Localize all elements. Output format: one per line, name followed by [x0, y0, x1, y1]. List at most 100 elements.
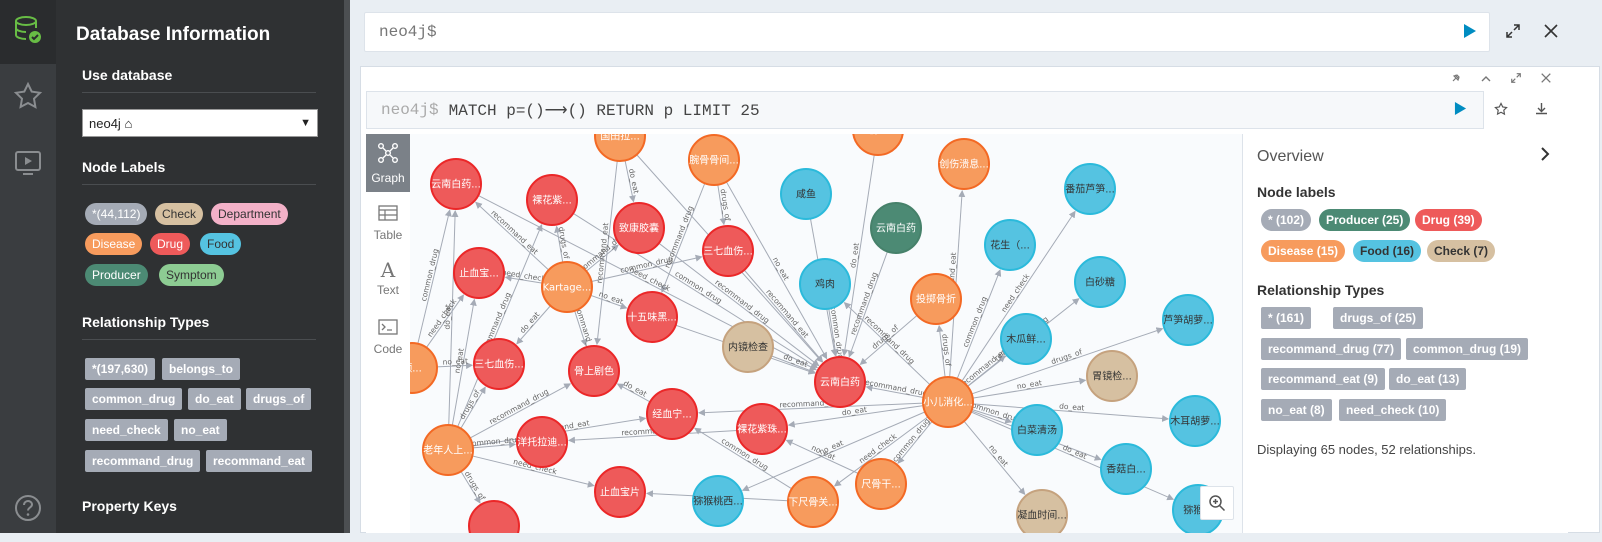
graph-edge[interactable] [833, 416, 929, 487]
graph-node-drug[interactable] [468, 500, 520, 533]
graph-node-food[interactable]: 木瓜鲜... [1000, 313, 1052, 365]
graph-node-circle[interactable] [922, 376, 974, 428]
graph-edge[interactable] [828, 308, 839, 357]
graph-node-circle[interactable] [722, 321, 774, 373]
graph-node-disease[interactable]: 尺骨干... [855, 458, 907, 510]
rerun-query-button[interactable] [1450, 101, 1470, 121]
drawer-node-label-2[interactable]: Department [211, 203, 288, 225]
graph-node-drug[interactable]: 止血宝片 [594, 466, 646, 518]
help-nav-button[interactable] [0, 478, 56, 542]
graph-node-disease[interactable]: Kartage... [541, 261, 593, 313]
graph-node-food[interactable]: 番茄芦笋... [1064, 163, 1116, 215]
graph-edge[interactable] [972, 403, 1170, 422]
graph-node-food[interactable]: 花生（... [984, 219, 1036, 271]
overview-rel-type-4[interactable]: recommand_eat (9) [1261, 368, 1386, 390]
graph-node-circle[interactable] [1064, 163, 1116, 215]
graph-node-disease[interactable]: 腕骨骨间... [688, 134, 740, 186]
graph-node-circle[interactable] [787, 476, 839, 528]
graph-node-circle[interactable] [855, 458, 907, 510]
overview-rel-type-7[interactable]: need_check (10) [1339, 399, 1447, 421]
graph-node-drug[interactable]: 裸花紫珠... [736, 403, 788, 455]
drawer-rel-type-1[interactable]: belongs_to [162, 358, 241, 380]
graph-edge[interactable] [436, 362, 474, 370]
graph-node-drug[interactable]: 云南白药... [430, 158, 482, 210]
zoom-in-button[interactable] [1200, 486, 1234, 520]
graph-node-disease[interactable]: 老年人上... [422, 424, 474, 476]
top-query-editor[interactable]: neo4j$ [364, 12, 1490, 52]
favorite-query-button[interactable] [1490, 100, 1512, 122]
graph-edge[interactable] [956, 269, 1002, 379]
graph-node-check[interactable]: 内镜检查 [722, 321, 774, 373]
graph-edge[interactable] [554, 225, 564, 263]
graph-canvas[interactable]: recommand_drugcommon_drugneed_checkno_ea… [410, 134, 1242, 533]
overview-rel-type-2[interactable]: recommand_drug (77) [1261, 338, 1402, 360]
graph-node-check[interactable]: 胃镜检... [1086, 350, 1138, 402]
graph-edge[interactable] [624, 160, 636, 203]
overview-node-label-0[interactable]: * (102) [1261, 209, 1312, 231]
overview-node-label-5[interactable]: Check (7) [1427, 240, 1496, 262]
database-nav-button[interactable] [0, 0, 56, 64]
graph-node-drug[interactable]: 三七血伤... [473, 338, 525, 390]
graph-edge[interactable] [590, 294, 628, 310]
graph-node-food[interactable]: 猕猴桃西... [692, 475, 744, 527]
graph-node-disease[interactable]: 创... [852, 134, 904, 156]
graph-node-circle[interactable] [814, 356, 866, 408]
drawer-rel-type-0[interactable]: *(197,630) [85, 358, 156, 380]
graph-edge[interactable] [451, 298, 477, 426]
graph-edge[interactable] [448, 209, 459, 426]
graph-node-drug[interactable]: 十五味黑... [626, 291, 678, 343]
graph-edge[interactable] [865, 384, 924, 398]
graph-node-disease[interactable]: 小儿消化... [922, 376, 974, 428]
graph-node-drug[interactable]: 云南白药 [814, 356, 866, 408]
graph-node-circle[interactable] [568, 345, 620, 397]
graph-node-drug[interactable]: 止血宝... [453, 247, 505, 299]
graph-edge[interactable] [743, 269, 824, 363]
graph-edge[interactable] [586, 244, 619, 272]
graph-node-circle[interactable] [473, 338, 525, 390]
drawer-rel-type-3[interactable]: do_eat [188, 388, 241, 410]
drawer-node-label-3[interactable]: Disease [85, 233, 143, 255]
graph-edge[interactable] [472, 455, 595, 488]
graph-edge[interactable] [616, 383, 651, 403]
graph-edge[interactable] [516, 305, 551, 345]
graph-edge[interactable] [594, 160, 618, 346]
graph-edge[interactable] [460, 386, 486, 429]
graph-node-drug[interactable]: 洋托拉迪... [516, 416, 568, 468]
close-frame-button[interactable] [1536, 70, 1556, 88]
pin-frame-button[interactable] [1446, 70, 1466, 88]
graph-node-drug[interactable]: 经血宁... [646, 388, 698, 440]
graph-node-circle[interactable] [1074, 256, 1126, 308]
graph-edge[interactable] [426, 294, 465, 348]
drawer-rel-type-2[interactable]: common_drug [85, 388, 183, 410]
frame-query[interactable]: neo4j$ MATCH p=()⟶() RETURN p LIMIT 25 [366, 91, 1484, 129]
graph-node-circle[interactable] [852, 134, 904, 156]
graph-edge[interactable] [961, 210, 1076, 382]
graph-edge[interactable] [841, 154, 875, 357]
graph-edge[interactable] [936, 324, 946, 378]
graph-edge[interactable] [971, 327, 1164, 395]
graph-edge[interactable] [725, 181, 828, 360]
database-select[interactable]: neo4j ⌂ ▼ [82, 109, 318, 137]
download-button[interactable] [1530, 100, 1552, 122]
graph-edge[interactable] [658, 242, 820, 367]
drawer-node-label-4[interactable]: Drug [150, 233, 191, 255]
collapse-frame-button[interactable] [1476, 70, 1496, 88]
graph-edge[interactable] [457, 224, 543, 428]
fullscreen-frame-button[interactable] [1506, 70, 1526, 88]
overview-node-label-4[interactable]: Food (16) [1353, 240, 1421, 262]
graph-node-circle[interactable] [799, 258, 851, 310]
graph-node-food[interactable]: 鸡肉 [799, 258, 851, 310]
graph-edge[interactable] [504, 274, 543, 284]
drawer-rel-type-7[interactable]: recommand_drug [85, 450, 201, 472]
graph-node-disease[interactable]: 投掷骨折 [910, 273, 962, 325]
graph-node-circle[interactable] [453, 247, 505, 299]
graph-edge[interactable] [717, 184, 727, 226]
graph-node-circle[interactable] [692, 475, 744, 527]
graph-node-circle[interactable] [626, 291, 678, 343]
graph-edge[interactable] [785, 439, 859, 474]
graph-node-disease[interactable]: 创伤溃息... [938, 138, 990, 190]
graph-edge[interactable] [972, 377, 1087, 399]
graph-visualization[interactable]: recommand_drugcommon_drugneed_checkno_ea… [410, 134, 1242, 533]
drawer-node-label-0[interactable]: *(44,112) [85, 203, 148, 225]
graph-node-disease[interactable]: 下尺骨关... [787, 476, 839, 528]
